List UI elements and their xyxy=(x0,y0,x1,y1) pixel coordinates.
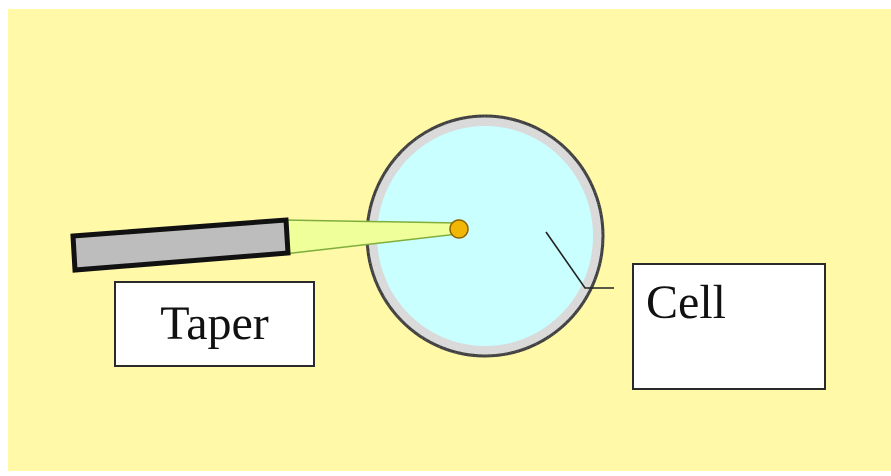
cell-label-box: Cell xyxy=(632,263,826,390)
cell-label: Cell xyxy=(646,279,726,327)
taper-tip-point xyxy=(450,220,468,238)
taper-body xyxy=(73,220,288,270)
taper-label: Taper xyxy=(160,300,269,348)
taper-label-box: Taper xyxy=(114,281,315,367)
